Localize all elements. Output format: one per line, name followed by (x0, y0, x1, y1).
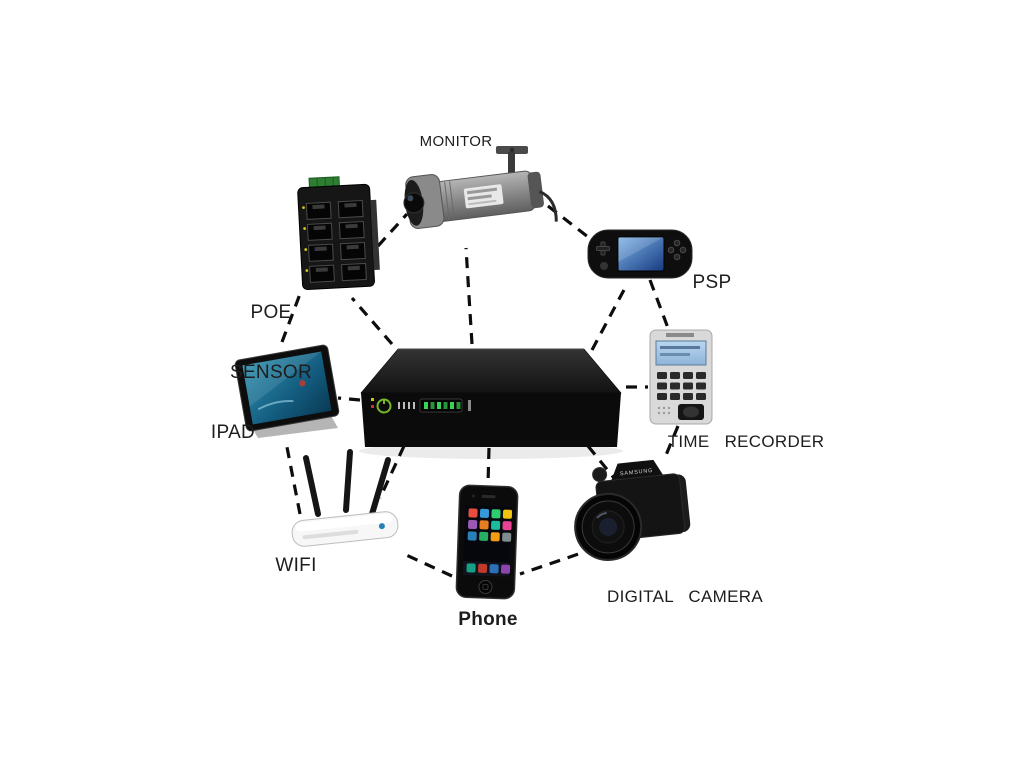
router-front-slot (302, 529, 359, 540)
ipad-device (234, 344, 340, 438)
digital-camera-device: SAMSUNG (574, 459, 691, 561)
green-led-strip (424, 402, 461, 409)
center-box-front (361, 393, 621, 447)
lens-highlight (596, 512, 607, 519)
phone-device (455, 484, 519, 600)
mount-bolt (509, 147, 515, 153)
wifi-router-device (291, 449, 399, 547)
lens-reflection (407, 195, 414, 202)
ipad-label: IPAD (210, 422, 256, 443)
router-body-group (291, 511, 399, 547)
status-led-red (371, 405, 374, 408)
connector-ipad-poe (280, 293, 302, 343)
psp-dpad (596, 241, 610, 256)
phone-app-grid (462, 508, 513, 577)
camera-cable (538, 190, 558, 222)
wifi-label: WIFI (275, 555, 317, 576)
fingerprint-window (683, 406, 699, 418)
router-antennas (303, 449, 391, 517)
sticker-line (467, 194, 492, 201)
connector-phone-wifi (403, 552, 453, 578)
body-ridge (444, 181, 450, 220)
din-rail-bracket (370, 199, 380, 271)
screen-accent-wave (257, 400, 294, 411)
router-top-face (295, 513, 394, 532)
panel-tick-marks (398, 402, 415, 409)
camera-body-group (403, 170, 558, 229)
earpiece (481, 494, 496, 499)
front-camera (471, 494, 476, 498)
camera-back-cap (527, 171, 544, 209)
brand-strip (666, 333, 694, 337)
tablet-stand (250, 414, 338, 438)
psp-screen (617, 236, 665, 272)
connector-center-camera (586, 444, 616, 480)
router-logo-dot (378, 523, 385, 530)
digital-camera-label: DIGITAL CAMERA (607, 587, 763, 606)
phone-label: Phone (458, 609, 518, 630)
poe-sensor-device (297, 176, 380, 291)
sticker-line (468, 199, 497, 206)
connector-center-monitor (464, 247, 474, 345)
monitor-label: MONITOR (419, 133, 493, 150)
monitor-camera-device (403, 146, 558, 229)
lcd-text-line (660, 353, 690, 356)
poe-label-line2: SENSOR (229, 361, 313, 383)
tablet-screen-glare (242, 351, 322, 407)
psp-buttons (667, 239, 687, 261)
connector-wifi-ipad (284, 441, 302, 515)
connector-center-poe (350, 296, 394, 346)
connector-center-wifi (378, 445, 406, 499)
screen-accent-red (299, 380, 306, 387)
psp-label: PSP (692, 272, 732, 293)
keypad (657, 372, 706, 400)
connector-psp-time (648, 279, 670, 329)
tablet-group (234, 344, 340, 432)
mount-stem (508, 152, 515, 176)
center-box-top (360, 348, 622, 394)
lens-glass (599, 517, 618, 536)
pentaprism (611, 459, 664, 481)
ethernet-ports (302, 200, 367, 283)
connector-center-psp (590, 287, 627, 351)
psp-device (587, 229, 693, 279)
camera-brand-text: SAMSUNG (620, 468, 654, 477)
lcd-text-line (660, 346, 700, 349)
home-button-square (482, 583, 489, 591)
poe-sensor-label: POE SENSOR (230, 263, 312, 403)
connector-poe-monitor (376, 212, 409, 248)
home-button (478, 579, 493, 594)
speaker-dots (657, 406, 671, 415)
sticker-line (466, 187, 498, 195)
psp-screen-glare (618, 237, 664, 262)
connector-center-phone (486, 447, 491, 485)
psp-analog-nub (600, 262, 608, 270)
status-led-yellow (371, 398, 374, 401)
time-recorder-device (649, 329, 713, 425)
connector-center-ipad (337, 396, 361, 402)
center-box-device (359, 348, 623, 459)
usb-slot (468, 400, 471, 411)
connector-camera-phone (519, 546, 597, 576)
poe-label-line1: POE (250, 301, 292, 323)
time-recorder-label: TIME RECORDER (667, 432, 825, 451)
body-ridge (449, 181, 455, 220)
power-symbol (383, 399, 385, 404)
connector-time-camera (662, 425, 680, 461)
